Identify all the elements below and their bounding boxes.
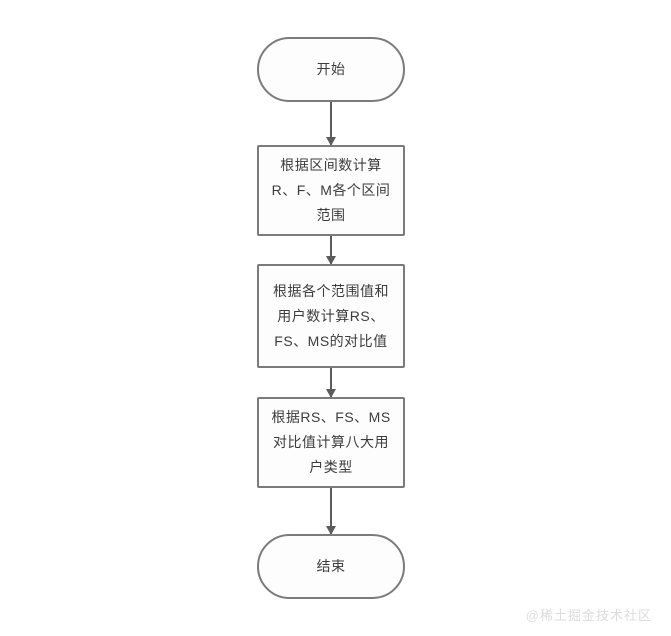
flow-node-start-label: 开始	[316, 61, 346, 77]
flow-node-step-1-label: 根据区间数计算 R、F、M各个区间 范围	[271, 157, 391, 223]
flow-node-step-1[interactable]: 根据区间数计算 R、F、M各个区间 范围	[257, 145, 405, 236]
flow-node-step-3-label: 根据RS、FS、MS 对比值计算八大用 户类型	[271, 409, 391, 475]
flow-node-step-3[interactable]: 根据RS、FS、MS 对比值计算八大用 户类型	[257, 397, 405, 488]
flow-node-step-2-label: 根据各个范围值和 用户数计算RS、 FS、MS的对比值	[273, 282, 389, 349]
arrow-down-icon	[326, 256, 336, 265]
flow-node-end[interactable]: 结束	[257, 534, 405, 599]
flow-node-end-label: 结束	[316, 558, 346, 574]
flow-connector-step-2-to-step-3	[326, 368, 336, 398]
watermark: @稀土掘金技术社区	[525, 608, 652, 623]
flow-connector-start-to-step-1	[326, 102, 336, 146]
flow-node-start[interactable]: 开始	[257, 37, 405, 102]
arrow-down-icon	[326, 526, 336, 535]
flow-connector-step-1-to-step-2	[326, 236, 336, 265]
flow-connector-step-3-to-end	[326, 488, 336, 535]
arrow-down-icon	[326, 389, 336, 398]
arrow-down-icon	[326, 137, 336, 146]
flow-node-step-2[interactable]: 根据各个范围值和 用户数计算RS、 FS、MS的对比值	[257, 264, 405, 368]
